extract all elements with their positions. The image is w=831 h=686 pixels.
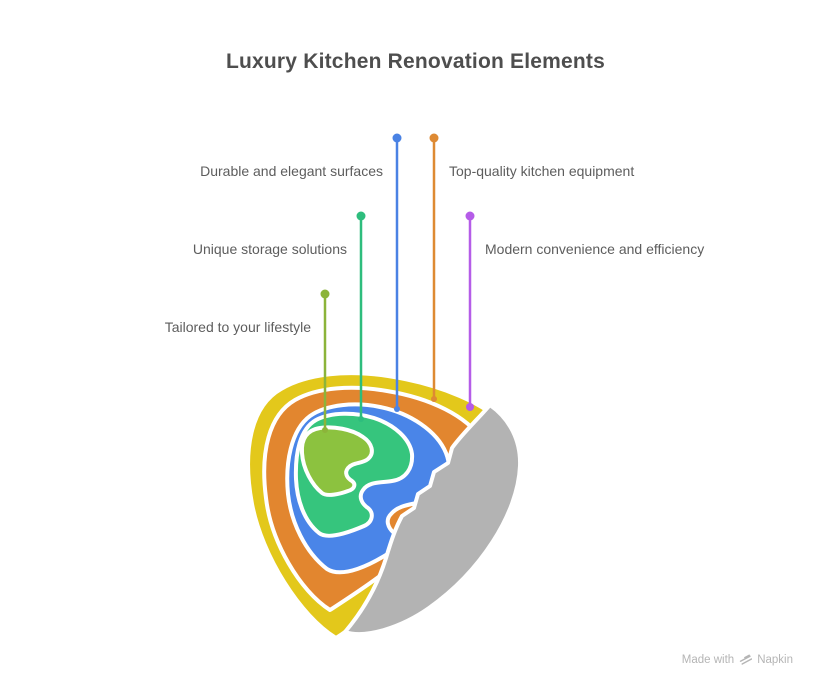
callout-label-convenience: Modern convenience and efficiency (485, 241, 705, 257)
watermark: Made with Napkin (682, 653, 793, 666)
callout-dot (392, 133, 402, 143)
callout-line-layer-4 (429, 133, 439, 402)
callout-end-dot (358, 416, 364, 422)
callout-line-innermost (320, 289, 330, 433)
callout-end-dot (322, 427, 328, 433)
layer-innermost-shape (299, 425, 374, 497)
callout-dot (356, 211, 366, 221)
callout-label-storage: Unique storage solutions (192, 241, 347, 257)
callout-end-dot (394, 406, 400, 412)
callout-dot (429, 133, 439, 143)
napkin-logo-icon (739, 653, 753, 666)
heart-layers (246, 371, 521, 640)
callout-lines (320, 133, 475, 433)
callout-line-layer-2 (356, 211, 366, 422)
callout-end-dot (466, 403, 474, 411)
callout-line-layer-3 (392, 133, 402, 412)
watermark-brand: Napkin (757, 653, 793, 666)
callout-end-dot (431, 396, 437, 402)
callout-label-tailored: Tailored to your lifestyle (164, 319, 311, 335)
cutaway-face (343, 403, 523, 637)
page-title: Luxury Kitchen Renovation Elements (225, 50, 606, 73)
callout-dot (465, 211, 475, 221)
callout-label-surfaces: Durable and elegant surfaces (200, 163, 383, 179)
callout-label-equipment: Top-quality kitchen equipment (449, 163, 635, 179)
callout-dot (320, 289, 330, 299)
watermark-prefix: Made with (681, 653, 735, 666)
callout-line-outermost (465, 211, 475, 411)
